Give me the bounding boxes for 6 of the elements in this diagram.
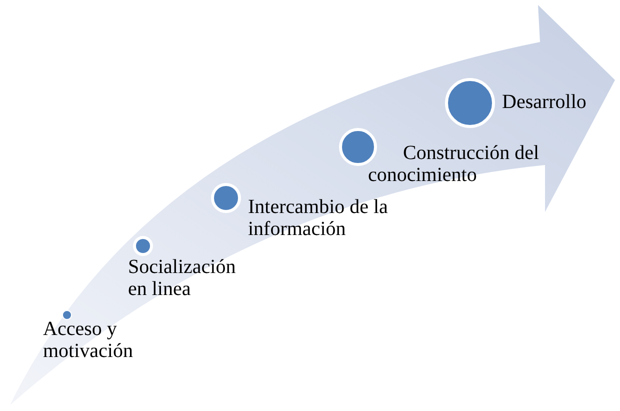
step-circle (62, 310, 72, 320)
step-label: Socialización en linea (128, 256, 237, 300)
step-label: Desarrollo (502, 91, 588, 113)
step-label: Construcción del conocimiento (368, 142, 540, 186)
step-label: Acceso y motivación (43, 318, 134, 362)
step-label: Intercambio de la información (248, 196, 389, 240)
